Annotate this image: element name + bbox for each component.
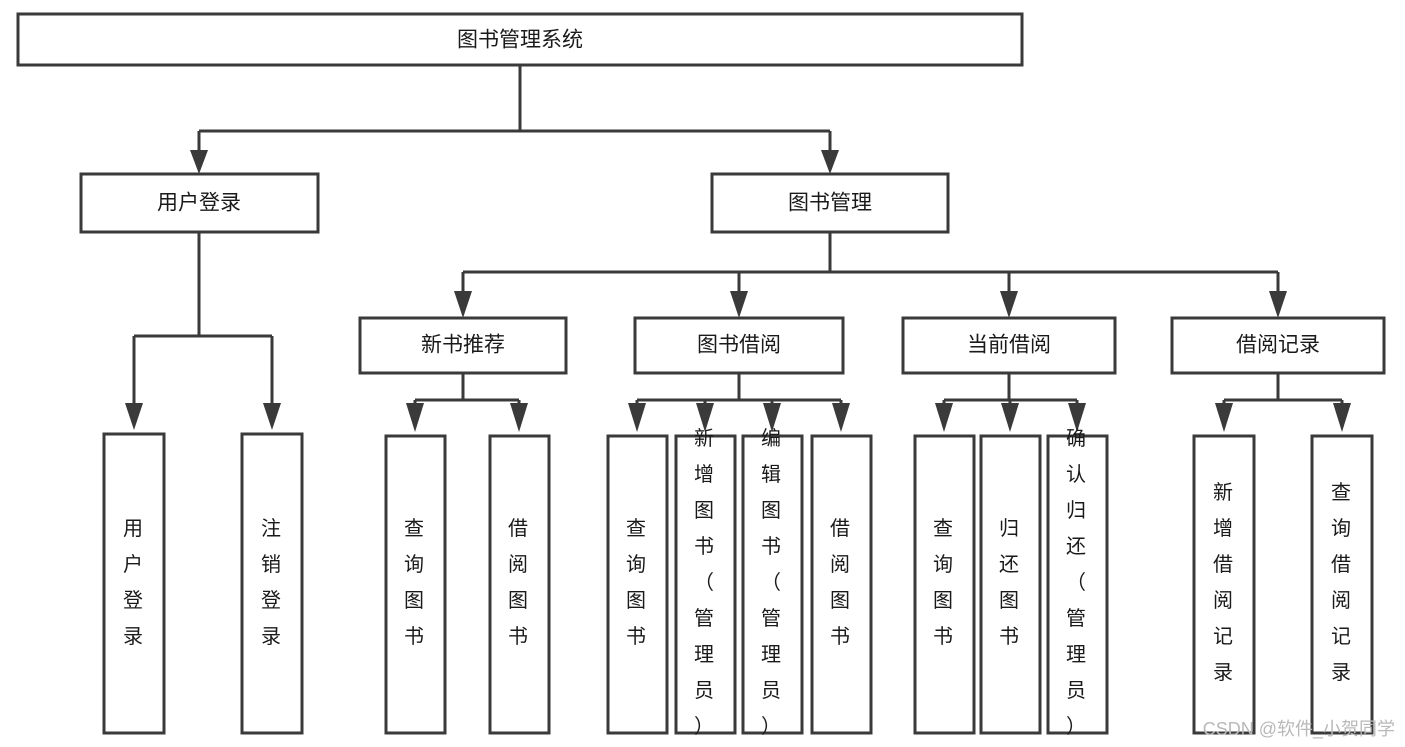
node-leaf-10-label: 归还图书 <box>999 517 1021 648</box>
node-leaf-11[interactable]: 确认归还（管理员） <box>1046 427 1109 738</box>
node-leaf-1[interactable]: 用户登录 <box>102 432 166 735</box>
node-leaf-7-box[interactable] <box>741 434 804 735</box>
node-leaf-2[interactable]: 注销登录 <box>240 432 304 735</box>
node-root[interactable]: 图书管理系统 <box>16 12 1024 67</box>
node-leaf-5-box[interactable] <box>606 434 669 735</box>
arrow-to-leaf5 <box>628 403 646 432</box>
node-leaf-8-label: 借阅图书 <box>830 517 852 648</box>
node-leaf-3[interactable]: 查询图书 <box>384 434 447 735</box>
node-leaf-9-label: 查询图书 <box>933 517 955 648</box>
node-leaf-13-box[interactable] <box>1310 434 1374 735</box>
node-leaf-7-label: 编辑图书（管理员） <box>761 427 783 738</box>
arrow-to-leaf3 <box>406 403 424 432</box>
node-bookmgmt[interactable]: 图书管理 <box>710 172 950 234</box>
node-leaf-1-label: 用户登录 <box>123 518 145 648</box>
node-leaf-9-box[interactable] <box>913 434 976 735</box>
arrow-to-newbook <box>454 291 472 318</box>
node-leaf-1-box[interactable] <box>102 432 166 735</box>
arrow-to-leaf12 <box>1215 403 1233 432</box>
arrow-to-leaf1 <box>125 403 143 430</box>
node-leaf-2-box[interactable] <box>240 432 304 735</box>
node-leaf-10[interactable]: 归还图书 <box>979 434 1042 735</box>
node-leaf-8[interactable]: 借阅图书 <box>810 434 873 735</box>
node-newbook[interactable]: 新书推荐 <box>358 316 568 375</box>
node-login-label: 用户登录 <box>157 192 241 215</box>
node-leaf-5-label: 查询图书 <box>626 517 648 648</box>
node-login[interactable]: 用户登录 <box>79 172 320 234</box>
node-root-label: 图书管理系统 <box>457 29 583 52</box>
node-borrow-box[interactable] <box>633 316 845 375</box>
node-leaf-3-label: 查询图书 <box>404 517 426 648</box>
node-leaf-4-box[interactable] <box>488 434 551 735</box>
node-leaf-12[interactable]: 新增借阅记录 <box>1192 434 1256 735</box>
node-leaf-9[interactable]: 查询图书 <box>913 434 976 735</box>
arrow-to-leaf7 <box>763 403 781 432</box>
arrow-to-leaf10 <box>1001 403 1019 432</box>
arrow-to-leaf2 <box>263 403 281 430</box>
node-leaf-13[interactable]: 查询借阅记录 <box>1310 434 1374 735</box>
arrow-to-leaf8 <box>832 403 850 432</box>
node-leaf-8-box[interactable] <box>810 434 873 735</box>
node-leaf-5[interactable]: 查询图书 <box>606 434 669 735</box>
node-records-label: 借阅记录 <box>1236 334 1320 357</box>
node-newbook-box[interactable] <box>358 316 568 375</box>
node-login-box[interactable] <box>79 172 320 234</box>
node-leaf-3-box[interactable] <box>384 434 447 735</box>
node-leaf-6-box[interactable] <box>674 434 737 735</box>
arrow-to-bookmgmt <box>821 150 839 174</box>
node-leaf-13-label: 查询借阅记录 <box>1331 481 1353 684</box>
csdn-watermark: CSDN @软件_小贺同学 <box>1202 719 1395 739</box>
arrow-to-borrow <box>730 291 748 318</box>
arrow-to-records <box>1269 291 1287 318</box>
arrow-to-leaf9 <box>935 403 953 432</box>
arrow-to-leaf13 <box>1333 403 1351 432</box>
node-leaf-11-box[interactable] <box>1046 434 1109 735</box>
node-borrow-label: 图书借阅 <box>697 334 781 357</box>
node-borrow[interactable]: 图书借阅 <box>633 316 845 375</box>
node-leaf-4[interactable]: 借阅图书 <box>488 434 551 735</box>
node-leaf-6-label: 新增图书（管理员） <box>694 427 716 738</box>
arrow-to-leaf4 <box>510 403 528 432</box>
node-records[interactable]: 借阅记录 <box>1170 316 1386 375</box>
node-newbook-label: 新书推荐 <box>421 334 505 357</box>
node-current[interactable]: 当前借阅 <box>901 316 1117 375</box>
arrow-to-current <box>1000 291 1018 318</box>
node-leaf-2-label: 注销登录 <box>261 517 283 648</box>
node-leaf-12-label: 新增借阅记录 <box>1213 481 1235 684</box>
node-current-box[interactable] <box>901 316 1117 375</box>
node-leaf-6[interactable]: 新增图书（管理员） <box>674 427 737 738</box>
arrow-to-leaf6 <box>696 403 714 432</box>
node-leaf-12-box[interactable] <box>1192 434 1256 735</box>
arrow-to-leaf11 <box>1068 403 1086 432</box>
arrowheads-layer <box>125 150 1351 432</box>
node-leaf-11-label: 确认归还（管理员） <box>1066 427 1088 738</box>
arrow-to-login <box>190 150 208 174</box>
node-records-box[interactable] <box>1170 316 1386 375</box>
node-leaf-10-box[interactable] <box>979 434 1042 735</box>
node-current-label: 当前借阅 <box>967 334 1051 357</box>
node-root-box[interactable] <box>16 12 1024 67</box>
node-leaf-4-label: 借阅图书 <box>508 517 530 648</box>
node-leaf-7[interactable]: 编辑图书（管理员） <box>741 427 804 738</box>
node-bookmgmt-label: 图书管理 <box>788 192 872 215</box>
node-bookmgmt-box[interactable] <box>710 172 950 234</box>
